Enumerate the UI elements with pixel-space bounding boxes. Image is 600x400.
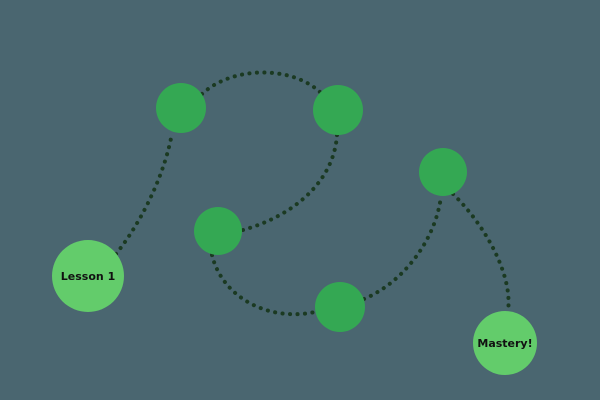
node-circle-node-6[interactable] xyxy=(419,148,467,196)
node-circle-node-2[interactable] xyxy=(156,83,206,133)
node-circle-mastery[interactable] xyxy=(473,311,537,375)
node-node-2[interactable] xyxy=(156,83,206,133)
node-node-3[interactable] xyxy=(313,85,363,135)
node-circle-node-4[interactable] xyxy=(194,207,242,255)
node-node-6[interactable] xyxy=(419,148,467,196)
node-circle-lesson-1[interactable] xyxy=(52,240,124,312)
node-lesson-1[interactable]: Lesson 1 xyxy=(52,240,124,312)
edge-node-2-to-node-3 xyxy=(200,70,323,96)
node-node-5[interactable] xyxy=(315,282,365,332)
edge-node-6-to-mastery xyxy=(451,192,511,313)
nodes-layer: Lesson 1 Mastery! xyxy=(52,83,537,375)
edges-layer xyxy=(114,70,511,317)
node-mastery[interactable]: Mastery! xyxy=(473,311,537,375)
edge-node-5-to-node-6 xyxy=(362,194,443,301)
edge-node-4-to-node-5 xyxy=(210,253,317,317)
edge-node-3-to-node-4 xyxy=(241,133,339,232)
node-circle-node-3[interactable] xyxy=(313,85,363,135)
node-circle-node-5[interactable] xyxy=(315,282,365,332)
node-node-4[interactable] xyxy=(194,207,242,255)
edge-lesson-1-to-node-2 xyxy=(114,131,174,256)
